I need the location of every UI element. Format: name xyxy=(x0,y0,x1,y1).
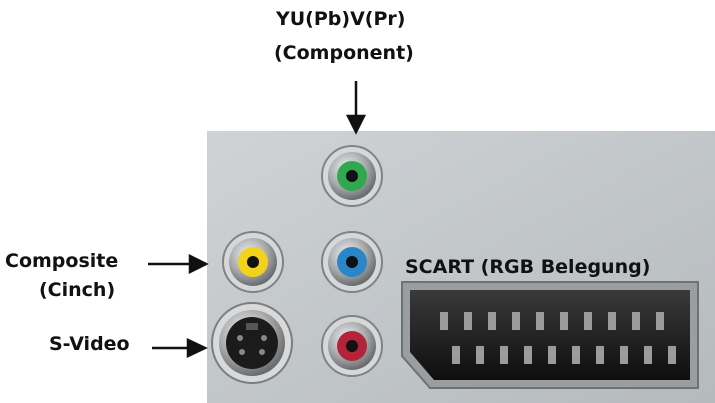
scart-label: SCART (RGB Belegung) xyxy=(405,256,651,278)
arrow-composite xyxy=(148,253,209,275)
composite-label-line1: Composite xyxy=(5,250,119,272)
composite-label-line2: (Cinch) xyxy=(39,279,116,301)
component-label-line2: (Component) xyxy=(274,42,414,64)
scart-connector xyxy=(401,281,699,389)
rca-jack-yellow xyxy=(222,231,284,293)
svideo-label: S-Video xyxy=(49,333,130,355)
arrow-component xyxy=(345,81,367,135)
s-video-jack xyxy=(211,302,293,384)
arrow-svideo xyxy=(152,338,208,358)
rca-jack-blue xyxy=(321,231,383,293)
rca-jack-red xyxy=(321,315,383,377)
scart-pins xyxy=(440,312,676,364)
component-label-line1: YU(Pb)V(Pr) xyxy=(276,8,406,30)
rca-jack-green xyxy=(321,145,383,207)
